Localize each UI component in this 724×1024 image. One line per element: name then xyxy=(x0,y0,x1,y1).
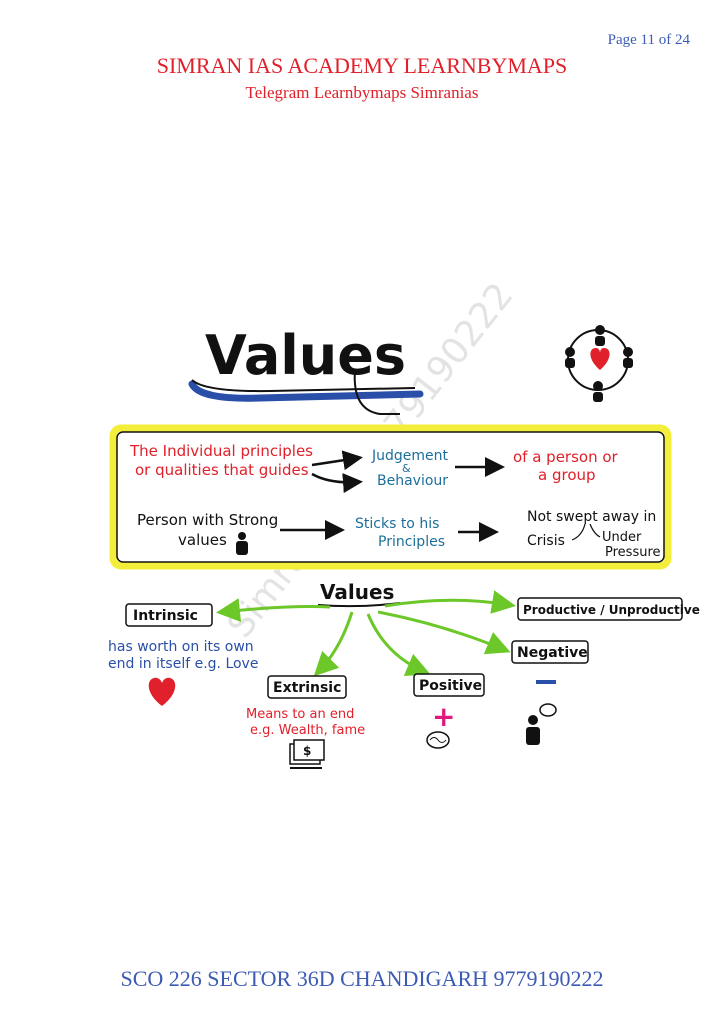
result-line1: Not swept away in xyxy=(527,509,656,525)
minus-icon xyxy=(536,680,556,684)
arrow-to-crisis xyxy=(571,523,586,541)
sticks-line2: Principles xyxy=(378,534,445,550)
person-icon xyxy=(526,703,557,745)
productive-label: Productive / Unproductive xyxy=(523,603,700,617)
sticks-line1: Sticks to his xyxy=(355,516,439,532)
svg-text:$: $ xyxy=(303,744,311,758)
extrinsic-desc2: e.g. Wealth, fame xyxy=(250,723,365,738)
under-line2: Pressure xyxy=(605,545,661,560)
branch-positive xyxy=(366,613,431,676)
intrinsic-desc1: has worth on its own xyxy=(108,639,254,655)
definition-line1: The Individual principles xyxy=(129,442,313,460)
group-heart-icon xyxy=(565,325,633,402)
money-icon: $ xyxy=(289,739,325,769)
heart-icon xyxy=(148,677,176,706)
under-line1: Under xyxy=(602,530,642,545)
branch-extrinsic xyxy=(313,611,354,677)
footer-address: SCO 226 SECTOR 36D CHANDIGARH 9779190222 xyxy=(120,966,604,991)
target-line1: of a person or xyxy=(513,448,619,466)
positive-label: Positive xyxy=(419,678,482,694)
definition-line2: or qualities that guides xyxy=(135,461,309,479)
person-icon xyxy=(236,532,248,555)
intrinsic-desc2: end in itself e.g. Love xyxy=(108,656,258,672)
target-line2: a group xyxy=(538,466,596,484)
extrinsic-box xyxy=(267,675,347,699)
extrinsic-desc1: Means to an end xyxy=(246,707,354,722)
amp-text: & xyxy=(402,462,411,475)
academy-title: SIMRAN IAS ACADEMY LEARNBYMAPS xyxy=(156,53,568,78)
definition-box-inner xyxy=(116,431,665,563)
title-curl xyxy=(353,369,400,415)
strong-line2: values xyxy=(178,531,227,549)
crisis-text: Crisis xyxy=(527,533,565,549)
types-title: Values xyxy=(320,580,394,604)
brain-icon xyxy=(426,731,450,749)
branch-negative xyxy=(377,610,511,655)
productive-box xyxy=(517,597,683,621)
arrow-to-behaviour xyxy=(311,472,363,494)
judgement-text: Judgement xyxy=(371,448,449,464)
positive-box xyxy=(413,673,485,697)
negative-box xyxy=(511,640,589,664)
strong-line1: Person with Strong xyxy=(137,511,278,529)
telegram-line: Telegram Learnbymaps Simranias xyxy=(245,83,479,102)
main-title: Values xyxy=(205,324,406,387)
page-number: Page 11 of 24 xyxy=(607,32,690,48)
branch-productive xyxy=(384,590,516,614)
title-underline xyxy=(188,380,424,402)
intrinsic-box xyxy=(125,603,213,627)
behaviour-text: Behaviour xyxy=(377,473,448,489)
definition-box xyxy=(109,424,672,570)
title-underline-dark xyxy=(191,379,416,393)
arrow-to-judgement xyxy=(311,450,363,471)
plus-icon: + xyxy=(432,700,455,733)
arrow-to-under xyxy=(589,523,601,538)
extrinsic-label: Extrinsic xyxy=(273,680,341,696)
branch-intrinsic xyxy=(216,598,331,623)
negative-label: Negative xyxy=(517,645,588,661)
intrinsic-label: Intrinsic xyxy=(133,608,198,624)
